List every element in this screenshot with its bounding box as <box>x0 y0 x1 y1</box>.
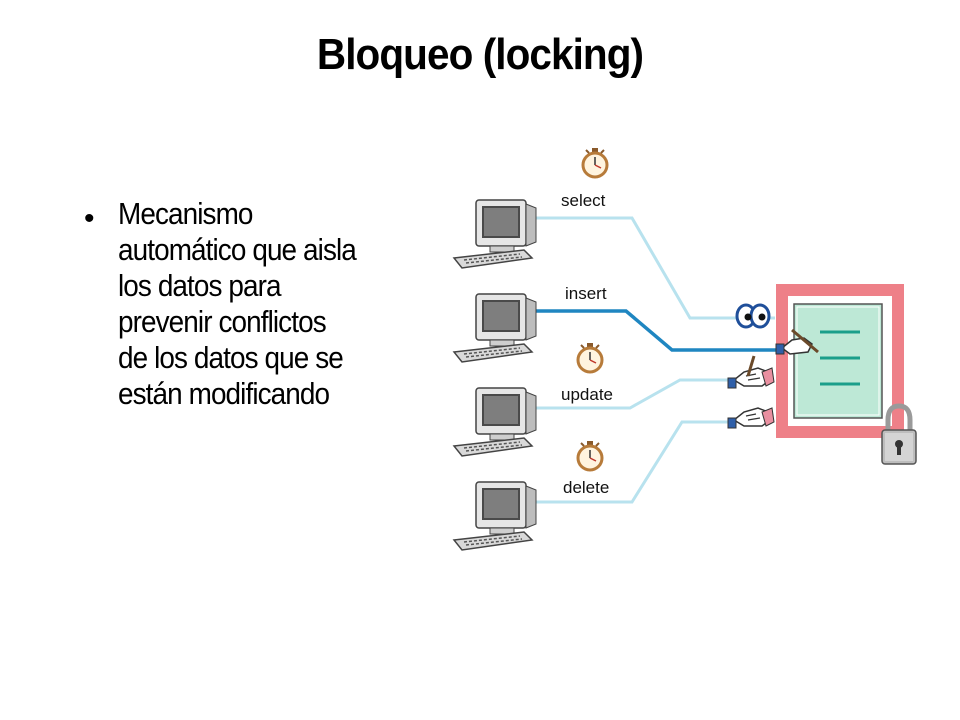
insert-connection-line <box>535 309 780 352</box>
page-title: Bloqueo (locking) <box>316 30 644 79</box>
bullet-line: Mecanismo <box>118 196 253 231</box>
stopwatch-icon <box>576 341 604 374</box>
operation-label-insert: insert <box>565 284 607 303</box>
writing-hand-icon <box>775 328 819 355</box>
bullet-line: automático que aisla <box>118 232 357 267</box>
operation-label-update: update <box>561 385 613 404</box>
bullet-text: Mecanismo automático que aisla los datos… <box>118 196 415 412</box>
computer-icon <box>453 481 537 551</box>
waiting-hand-icon <box>727 407 775 429</box>
bullet-line: los datos para <box>118 268 282 303</box>
update-connection-line <box>535 378 728 410</box>
stopwatch-icon <box>576 439 604 472</box>
computer-icon <box>453 199 537 269</box>
select-connection-line <box>535 216 775 320</box>
operation-label-select: select <box>561 191 606 210</box>
waiting-hand-icon <box>727 355 775 389</box>
database-document <box>793 303 883 419</box>
computer-icon <box>453 293 537 363</box>
eyes-icon <box>735 303 771 329</box>
computer-icon <box>453 387 537 457</box>
delete-connection-line <box>535 420 728 504</box>
bullet-line: prevenir conflictos <box>118 304 327 339</box>
bullet-icon: • <box>84 202 95 235</box>
lock-frame <box>776 284 904 438</box>
operation-label-delete: delete <box>563 478 609 497</box>
stopwatch-icon <box>581 146 609 179</box>
padlock-icon <box>881 403 917 465</box>
bullet-line: de los datos que se <box>118 340 344 375</box>
bullet-line: están modificando <box>118 376 330 411</box>
